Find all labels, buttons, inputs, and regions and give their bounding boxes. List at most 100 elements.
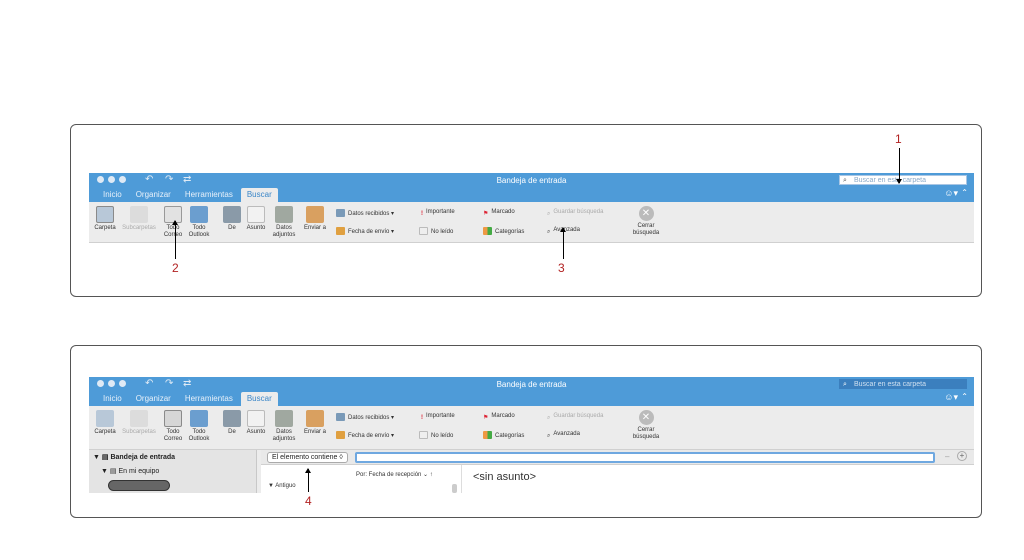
marcado-button[interactable]: ⚑Marcado	[483, 209, 515, 218]
flag-icon: ⚑	[483, 211, 489, 217]
asunto-button[interactable]: Asunto	[245, 206, 267, 232]
carpeta-label-2: Carpeta	[94, 429, 116, 435]
tab-buscar[interactable]: Buscar	[240, 188, 278, 202]
all-outlook-icon-2	[190, 410, 208, 427]
enviar-a-button[interactable]: Enviar a	[301, 206, 329, 232]
feedback-smiley-icon[interactable]: ☺▾	[944, 188, 958, 198]
no-leido-label: No leído	[431, 229, 454, 235]
no-leido-button-2[interactable]: No leído	[419, 431, 453, 439]
datos-adjuntos-button-2[interactable]: Datos adjuntos	[270, 410, 298, 443]
tab-inicio[interactable]: Inicio	[103, 190, 122, 199]
todo-correo-button[interactable]: Todo Correo	[161, 206, 185, 239]
exclamation-icon-2: !	[421, 415, 423, 421]
asunto-label: Asunto	[246, 225, 266, 231]
undo-icon[interactable]: ↶	[145, 174, 154, 185]
categorias-label: Categorías	[495, 229, 525, 235]
search-icon-2: ⌕	[843, 381, 847, 388]
criteria-dropdown[interactable]: El elemento contiene ◊	[267, 452, 348, 463]
zoom-window-button[interactable]	[119, 176, 126, 183]
annotation-4: 4	[305, 494, 312, 508]
todo-outlook-button-2[interactable]: Todo Outlook	[186, 410, 212, 443]
cerrar-label-2: búsqueda	[632, 230, 660, 236]
sender-icon	[223, 206, 241, 223]
minimize-window-button-2[interactable]	[108, 380, 115, 387]
remove-criteria-icon[interactable]: –	[945, 452, 950, 461]
importante-button[interactable]: !Importante	[421, 209, 455, 219]
all-mail-icon-2	[164, 410, 182, 427]
datos-recibidos-button-2[interactable]: Datos recibidos ▾	[336, 413, 394, 421]
guardar-busqueda-button-2[interactable]: ⌕Guardar búsqueda	[547, 413, 603, 423]
title-bar-2: ↶ ↷ ⇄ Bandeja de entrada ⌕ Buscar en est…	[89, 377, 974, 406]
sort-by-control[interactable]: Por: Fecha de recepción ⌄ ↑	[356, 472, 433, 478]
avanzada-label: Avanzada	[553, 227, 580, 233]
folder-inbox[interactable]: ▼ ▤ Bandeja de entrada	[93, 454, 176, 461]
de-button-2[interactable]: De	[223, 410, 241, 436]
marcado-button-2[interactable]: ⚑Marcado	[483, 413, 515, 422]
collapse-ribbon-icon[interactable]: ⌃	[961, 188, 968, 197]
tab-herramientas[interactable]: Herramientas	[184, 190, 233, 199]
advanced-search-icon: ⌕	[547, 229, 551, 235]
tab-organizar[interactable]: Organizar	[135, 190, 171, 199]
categorias-button-2[interactable]: Categorías	[483, 431, 524, 439]
send-receive-icon-2[interactable]: ⇄	[183, 378, 192, 389]
annotation-3-arrow	[560, 227, 566, 259]
datos-recibidos-button[interactable]: Datos recibidos ▾	[336, 209, 394, 217]
tab-herramientas-2[interactable]: Herramientas	[184, 394, 233, 403]
tab-inicio-2[interactable]: Inicio	[103, 394, 122, 403]
feedback-smiley-icon-2[interactable]: ☺▾	[944, 392, 958, 402]
marcado-label-2: Marcado	[491, 413, 515, 419]
de-button[interactable]: De	[223, 206, 241, 232]
guardar-busqueda-button[interactable]: ⌕Guardar búsqueda	[547, 209, 603, 219]
fecha-envio-button[interactable]: Fecha de envío ▾	[336, 227, 394, 235]
fecha-envio-button-2[interactable]: Fecha de envío ▾	[336, 431, 394, 439]
criteria-text-field[interactable]	[355, 452, 935, 463]
subcarpetas-label-2: Subcarpetas	[122, 429, 156, 435]
asunto-button-2[interactable]: Asunto	[245, 410, 267, 436]
carpeta-button-2[interactable]: Carpeta	[93, 410, 117, 436]
annotation-2: 2	[172, 261, 179, 275]
list-scrollbar[interactable]	[452, 484, 457, 493]
importante-button-2[interactable]: !Importante	[421, 413, 455, 423]
subcarpetas-button[interactable]: Subcarpetas	[119, 206, 159, 232]
importante-label: Importante	[426, 209, 455, 215]
cerrar-busqueda-button-2[interactable]: ✕ Cerrar búsqueda	[629, 410, 663, 441]
exclamation-icon: !	[421, 211, 423, 217]
recipient-icon-2	[306, 410, 324, 427]
zoom-window-button-2[interactable]	[119, 380, 126, 387]
categorias-button[interactable]: Categorías	[483, 227, 524, 235]
avanzada-button[interactable]: ⌕Avanzada	[547, 227, 580, 237]
close-window-button[interactable]	[97, 176, 104, 183]
cerrar-busqueda-button[interactable]: ✕ Cerrar búsqueda	[629, 206, 663, 237]
undo-icon-2[interactable]: ↶	[145, 378, 154, 389]
send-receive-icon[interactable]: ⇄	[183, 174, 192, 185]
add-criteria-icon[interactable]: +	[957, 451, 967, 461]
annotation-4-arrow	[305, 468, 311, 492]
annotation-1: 1	[895, 132, 902, 146]
close-window-button-2[interactable]	[97, 380, 104, 387]
todo-correo-button-2[interactable]: Todo Correo	[161, 410, 185, 443]
todo-outlook-label-1: Todo	[192, 225, 206, 231]
group-header[interactable]: ▼ Antiguo	[268, 483, 296, 489]
subcarpetas-button-2[interactable]: Subcarpetas	[119, 410, 159, 436]
search-results-pane: El elemento contiene ◊ – + Por: Fecha de…	[261, 450, 974, 493]
save-search-icon-2: ⌕	[547, 415, 551, 421]
datos-adjuntos-button[interactable]: Datos adjuntos	[270, 206, 298, 239]
search-placeholder: Buscar en esta carpeta	[854, 177, 926, 184]
no-leido-button[interactable]: No leído	[419, 227, 453, 235]
carpeta-button[interactable]: Carpeta	[93, 206, 117, 232]
tab-organizar-2[interactable]: Organizar	[135, 394, 171, 403]
minimize-window-button[interactable]	[108, 176, 115, 183]
redo-icon[interactable]: ↷	[165, 174, 174, 185]
redo-icon-2[interactable]: ↷	[165, 378, 174, 389]
search-input[interactable]: ⌕ Buscar en esta carpeta	[839, 175, 967, 185]
search-input-2[interactable]: ⌕ Buscar en esta carpeta	[839, 379, 967, 389]
collapse-ribbon-icon-2[interactable]: ⌃	[961, 392, 968, 401]
calendar-send-icon-2	[336, 431, 345, 439]
folder-on-computer[interactable]: ▼ ▤ En mi equipo	[101, 468, 160, 475]
tab-buscar-2[interactable]: Buscar	[240, 392, 278, 406]
enviar-a-button-2[interactable]: Enviar a	[301, 410, 329, 436]
avanzada-label-2: Avanzada	[553, 431, 580, 437]
no-leido-label-2: No leído	[431, 433, 454, 439]
avanzada-button-2[interactable]: ⌕Avanzada	[547, 431, 580, 441]
todo-outlook-button[interactable]: Todo Outlook	[186, 206, 212, 239]
